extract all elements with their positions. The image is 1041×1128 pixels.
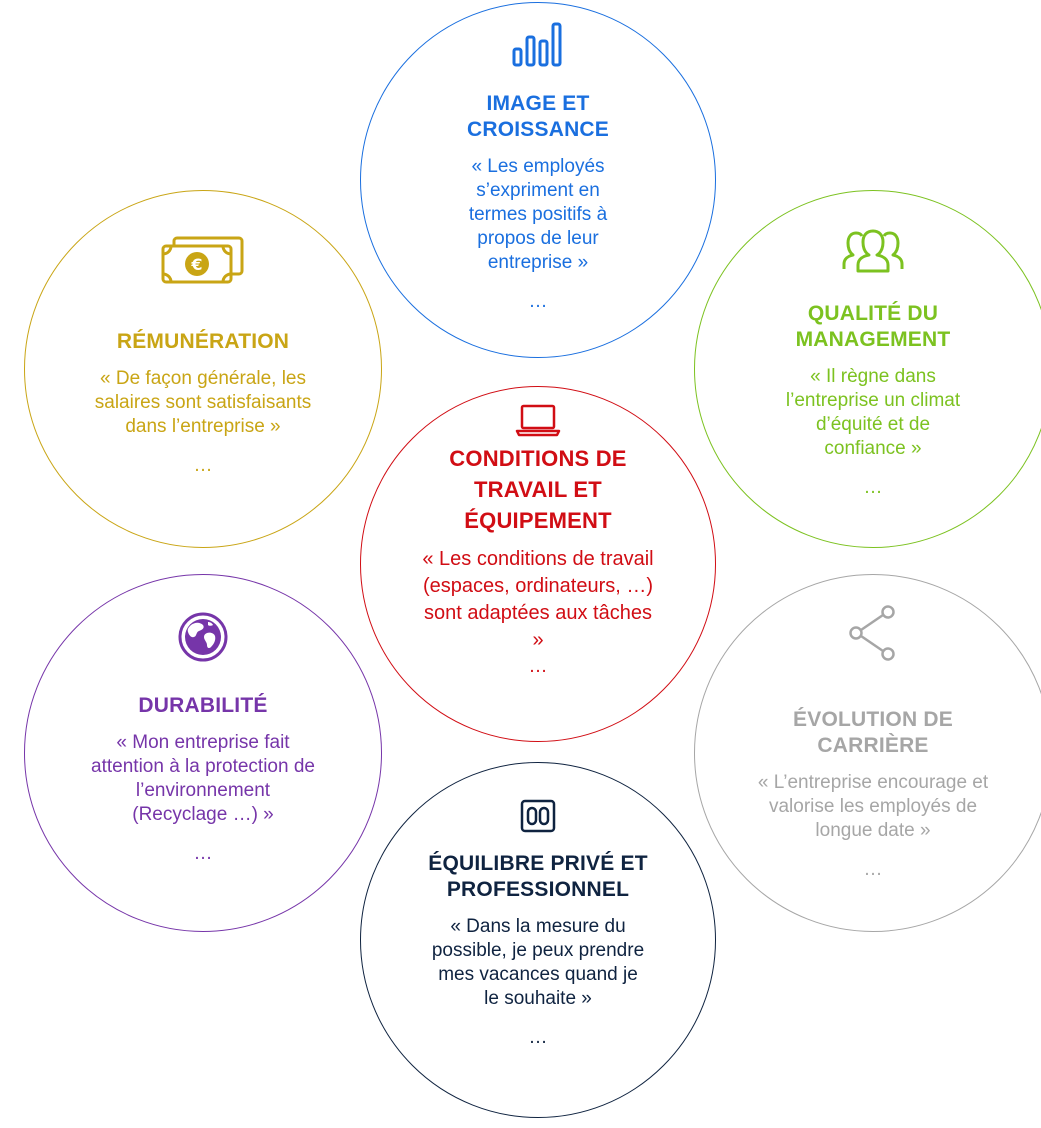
circle-quote: « Les conditions de travail (espaces, or… [422,548,654,651]
circle-ellipsis: … [528,291,548,312]
circle-ellipsis: … [863,859,883,880]
circle-title: QUALITÉ DU MANAGEMENT [795,302,951,351]
circle-title: DURABILITÉ [138,694,268,717]
circle-quote: « Les employés s’expriment en termes pos… [468,156,608,273]
bar-chart-icon [512,22,562,67]
circle-ellipsis: … [193,843,213,864]
balance-toggle-icon [520,799,556,833]
globe-icon [178,612,228,662]
euro-banknote-icon: € [161,236,244,284]
circle-quote: « De façon générale, les salaires sont s… [94,368,312,437]
circle-title: IMAGE ET CROISSANCE [466,92,610,141]
circle-title: RÉMUNÉRATION [116,330,290,353]
circle-quote: « Dans la mesure du possible, je peux pr… [431,916,645,1009]
circle-ellipsis: … [528,656,548,677]
svg-text:€: € [190,255,202,274]
circle-image-croissance: IMAGE ET CROISSANCE « Les employés s’exp… [360,2,716,358]
circle-remuneration: € RÉMUNÉRATION « De façon générale, les … [24,190,382,548]
circle-ellipsis: … [863,477,883,498]
circle-title: ÉVOLUTION DE CARRIÈRE [793,708,953,757]
circle-ellipsis: … [193,455,213,476]
laptop-icon [515,404,561,437]
circle-quote: « Il règne dans l’entreprise un climat d… [785,366,961,459]
people-group-icon [842,229,904,273]
share-network-icon [849,605,895,661]
circle-durabilite: DURABILITÉ « Mon entreprise fait attenti… [24,574,382,932]
circle-conditions-travail: CONDITIONS DE TRAVAIL ET ÉQUIPEMENT « Le… [360,386,716,742]
circle-title: ÉQUILIBRE PRIVÉ ET PROFESSIONNEL [428,852,648,901]
circle-ellipsis: … [528,1027,548,1048]
circle-quote: « Mon entreprise fait attention à la pro… [91,732,315,825]
circle-evolution-carriere: ÉVOLUTION DE CARRIÈRE « L’entreprise enc… [694,574,1041,932]
circle-equilibre-prive-pro: ÉQUILIBRE PRIVÉ ET PROFESSIONNEL « Dans … [360,762,716,1118]
circle-title: CONDITIONS DE TRAVAIL ET ÉQUIPEMENT [449,446,627,533]
circle-qualite-management: QUALITÉ DU MANAGEMENT « Il règne dans l’… [694,190,1041,548]
circle-quote: « L’entreprise encourage et valorise les… [757,772,989,841]
